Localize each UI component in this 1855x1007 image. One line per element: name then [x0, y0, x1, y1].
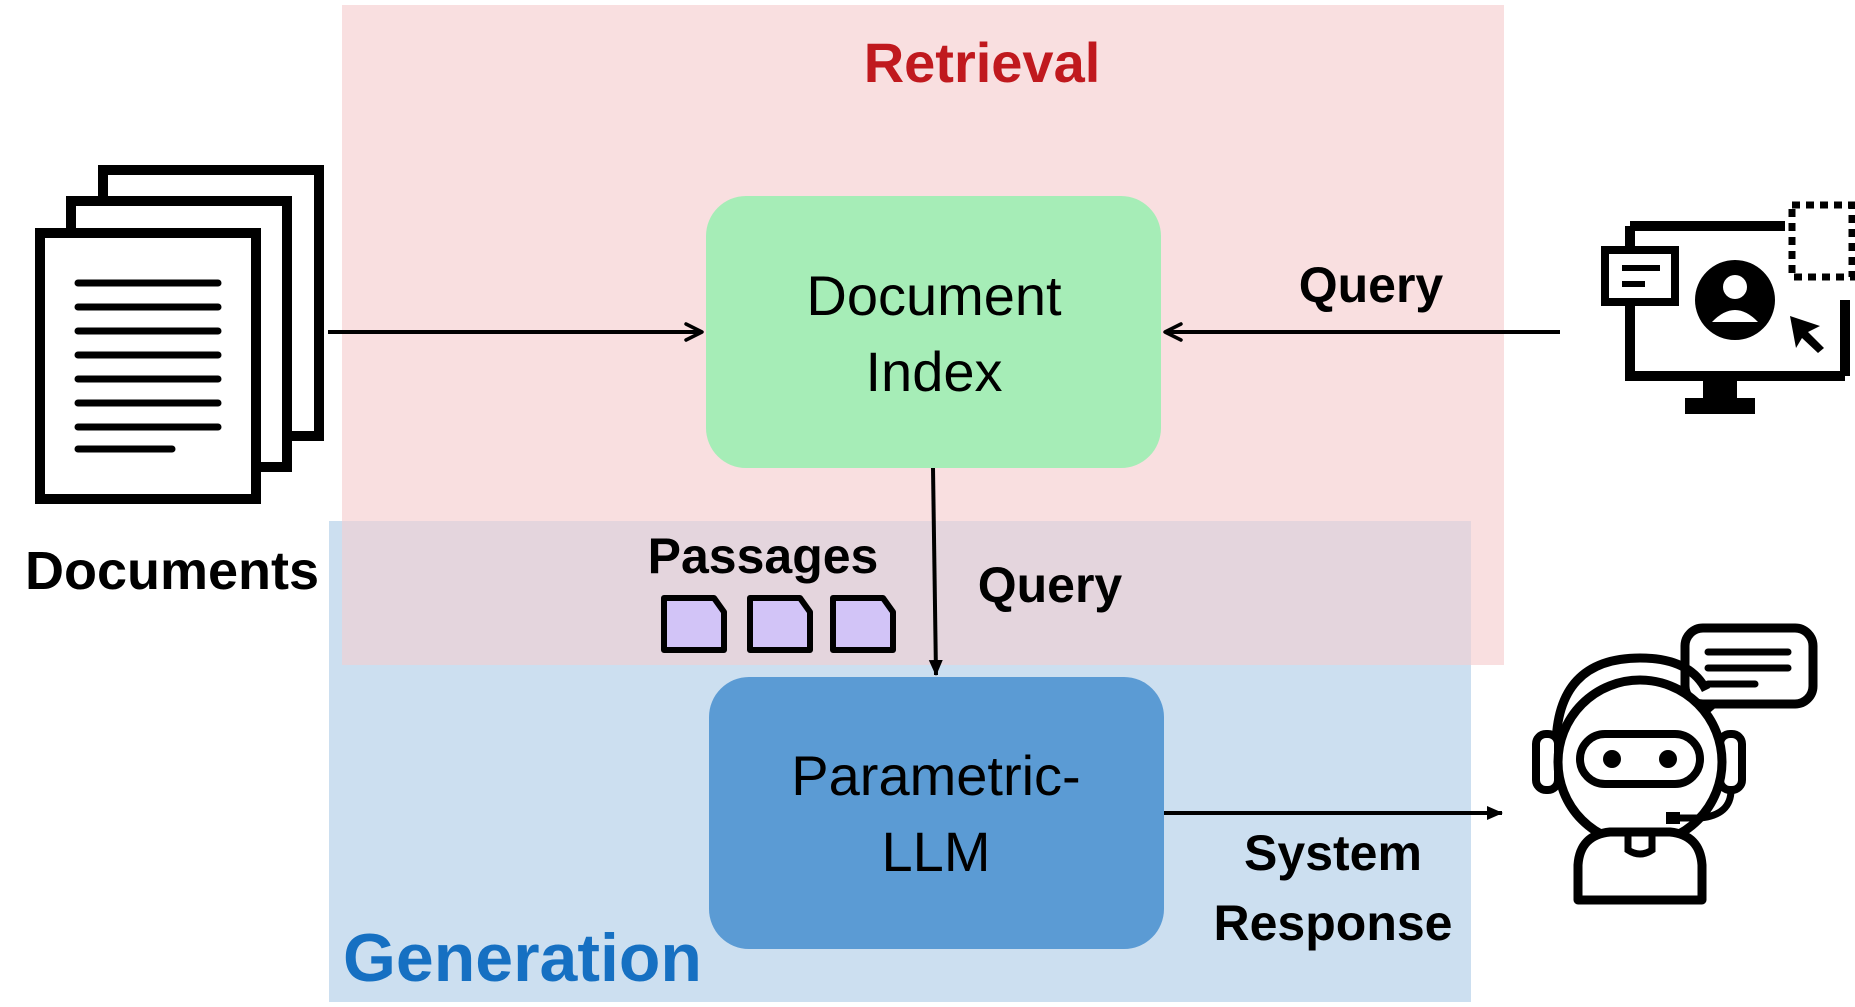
passages-label: Passages [648, 528, 879, 584]
parametric-llm-node [709, 677, 1164, 949]
generation-label: Generation [343, 920, 702, 996]
computer-user-icon [1601, 201, 1855, 414]
document-stack-icon [35, 165, 324, 504]
parametric-llm-line-2: LLM [882, 820, 991, 883]
system-response-line-2: Response [1214, 895, 1453, 951]
document-index-line-2: Index [866, 340, 1003, 403]
system-response-line-1: System [1244, 825, 1422, 881]
document-index-line-1: Document [806, 264, 1062, 327]
query-label-mid: Query [978, 557, 1123, 613]
passage-card-icon [747, 595, 813, 653]
index-to-llm-arrow [928, 467, 943, 676]
document-index-node [706, 196, 1161, 468]
retrieval-label: Retrieval [864, 31, 1101, 94]
documents-label: Documents [25, 541, 319, 601]
overlap-region [342, 521, 1471, 665]
passage-card-icon [661, 595, 727, 653]
passage-card-icon [830, 595, 896, 653]
chatbot-headset-icon [1532, 623, 1818, 905]
parametric-llm-line-1: Parametric- [791, 744, 1080, 807]
query-label-top: Query [1299, 257, 1444, 313]
